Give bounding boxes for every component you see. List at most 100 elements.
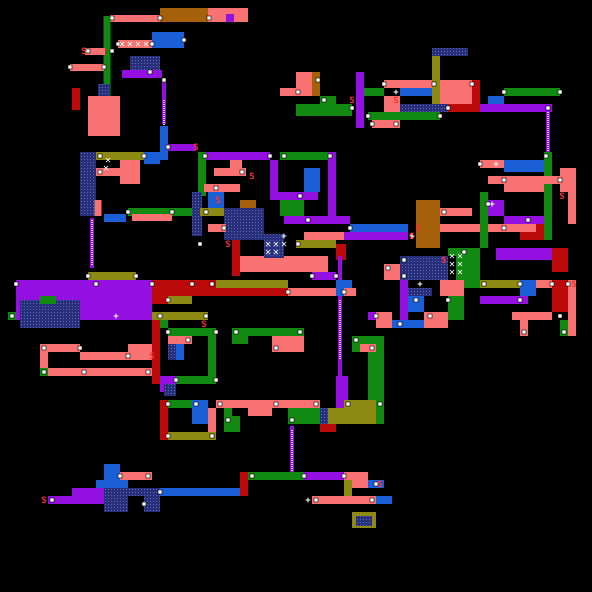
door-marker-icon [313, 497, 319, 503]
cross-icon: + [417, 280, 423, 290]
door-marker-icon [189, 281, 195, 287]
room-salmon-87 [488, 176, 560, 184]
save-point-icon: S [441, 256, 446, 266]
room-salmon-156 [216, 400, 256, 408]
room-green-116 [448, 296, 464, 320]
door-marker-icon [147, 69, 153, 75]
item-icon: ✕ [103, 164, 110, 173]
door-marker-icon [221, 225, 227, 231]
room-salmon-136 [48, 368, 152, 376]
cross-icon: + [393, 88, 399, 98]
room-salmon-106 [568, 280, 576, 336]
door-marker-icon [81, 369, 87, 375]
door-marker-icon [369, 121, 375, 127]
door-marker-icon [397, 321, 403, 327]
room-green-40 [280, 152, 328, 160]
door-marker-icon [373, 313, 379, 319]
door-marker-icon [239, 169, 245, 175]
door-marker-icon [347, 225, 353, 231]
room-blue-103 [520, 280, 536, 296]
door-marker-icon [249, 473, 255, 479]
room-navy-71 [432, 48, 468, 56]
room-salmon-138 [128, 344, 152, 360]
door-marker-icon [385, 265, 391, 271]
room-navy-180 [356, 516, 372, 526]
room-olive-128 [168, 296, 192, 304]
door-marker-icon [485, 201, 491, 207]
room-brown-63 [312, 72, 320, 96]
item-icon: ✕ [281, 240, 288, 249]
room-salmon-120 [376, 312, 392, 328]
cross-icon: + [493, 160, 499, 170]
door-marker-icon [545, 105, 551, 111]
door-marker-icon [427, 313, 433, 319]
door-marker-icon [557, 177, 563, 183]
door-marker-icon [401, 257, 407, 263]
item-icon: ✕ [143, 40, 150, 49]
door-marker-icon [517, 281, 523, 287]
door-marker-icon [85, 48, 91, 54]
room-salmon-135 [80, 352, 128, 360]
save-point-icon: S [415, 224, 420, 234]
room-salmon-74 [384, 96, 400, 112]
room-green-147 [208, 336, 216, 384]
door-marker-icon [193, 401, 199, 407]
room-salmon-133 [40, 344, 48, 368]
door-marker-icon [157, 15, 163, 21]
room-salmon-19 [120, 160, 140, 184]
item-icon: ✕ [273, 248, 280, 257]
room-navy-187 [128, 488, 160, 496]
door-marker-icon [209, 433, 215, 439]
room-olive-101 [480, 280, 520, 288]
item-icon: ✕ [449, 268, 456, 277]
room-green-45 [280, 200, 304, 216]
room-green-112 [448, 248, 464, 256]
item-icon: ✕ [457, 252, 464, 261]
door-marker-icon [481, 281, 487, 287]
door-marker-icon [9, 313, 15, 319]
door-marker-icon [373, 481, 379, 487]
room-blue-85 [504, 160, 544, 172]
door-marker-icon [401, 273, 407, 279]
door-marker-icon [213, 377, 219, 383]
door-marker-icon [393, 121, 399, 127]
room-purple-41 [270, 160, 278, 200]
door-marker-icon [93, 281, 99, 287]
room-purple-91 [504, 216, 544, 224]
door-marker-icon [501, 177, 507, 183]
cross-icon: + [281, 232, 287, 242]
room-green-111 [456, 256, 480, 280]
room-salmon-5 [85, 48, 105, 55]
room-blue-43 [304, 168, 320, 192]
door-marker-icon [157, 313, 163, 319]
door-marker-icon [313, 401, 319, 407]
room-green-24 [128, 208, 192, 216]
door-marker-icon [309, 273, 315, 279]
room-blue-143 [176, 344, 184, 360]
room-purple-42 [328, 152, 336, 224]
door-marker-icon [161, 77, 167, 83]
door-marker-icon [203, 209, 209, 215]
room-salmon-153 [360, 344, 376, 352]
room-navy-61 [264, 234, 284, 258]
item-icon: ✕ [457, 268, 464, 277]
room-purple-16 [168, 144, 196, 151]
door-marker-icon [109, 48, 115, 54]
room-blue-114 [408, 296, 424, 312]
door-marker-icon [209, 281, 215, 287]
door-marker-icon [295, 89, 301, 95]
cross-icon: + [409, 232, 415, 242]
door-marker-icon [149, 281, 155, 287]
room-purple-48 [344, 232, 408, 240]
door-marker-icon [441, 209, 447, 215]
save-point-icon: S [215, 196, 220, 206]
door-marker-icon [469, 81, 475, 87]
room-navy-73 [400, 104, 464, 112]
door-marker-icon [225, 417, 231, 423]
door-marker-icon [202, 153, 208, 159]
door-marker-icon [345, 401, 351, 407]
room-olive-57 [208, 280, 288, 288]
room-navy-162 [320, 408, 328, 424]
room-salmon-37 [208, 224, 226, 232]
